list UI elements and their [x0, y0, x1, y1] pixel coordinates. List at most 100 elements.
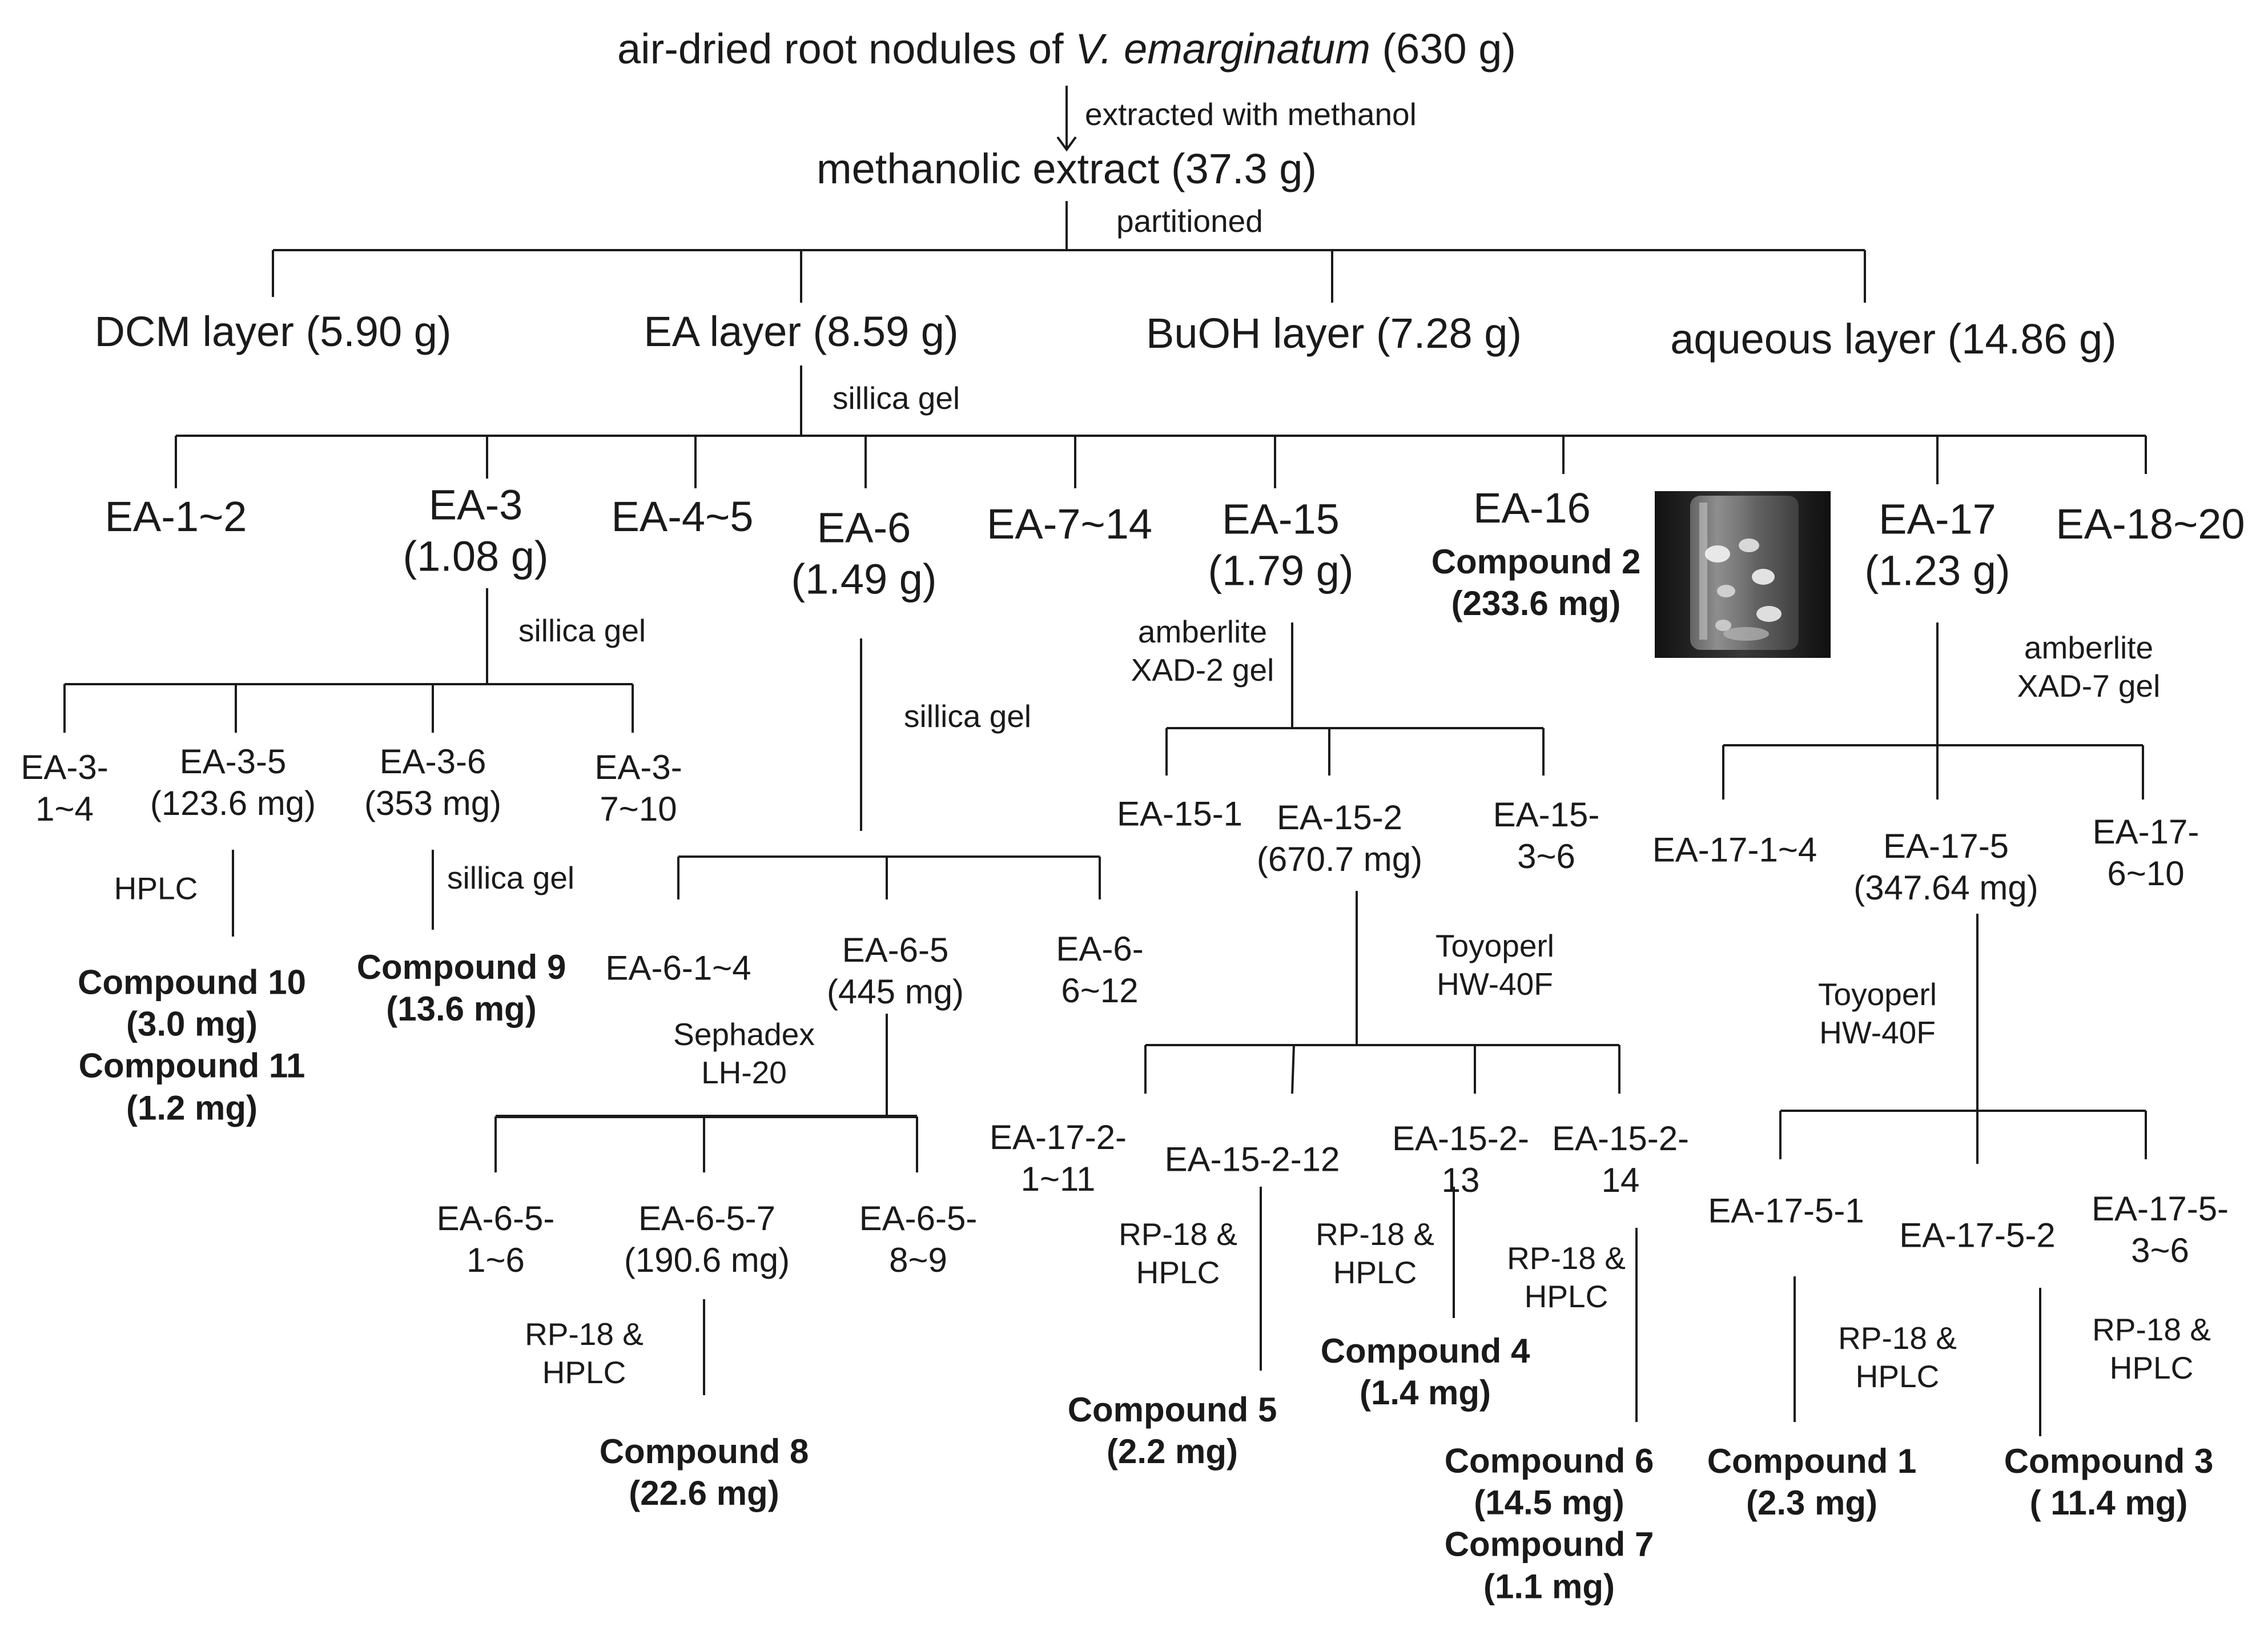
node-ea-6-5-7-label: EA-6-5-7: [638, 1199, 776, 1238]
node-ea-6-5-8-9: EA-6-5- 8~9: [859, 1198, 978, 1281]
compound-2-name: Compound 2: [1431, 542, 1641, 581]
node-ea-7-14: EA-7~14: [986, 500, 1153, 548]
method-silica-ea: sillica gel: [833, 380, 960, 416]
node-ea-15-3-6-line1: EA-15-: [1493, 795, 1600, 834]
compound-1-mass: (2.3 mg): [1746, 1484, 1878, 1522]
node-ea-6-5-mass: (445 mg): [826, 973, 964, 1011]
node-ea-17-label: EA-17: [1879, 495, 1996, 543]
method-silica-ea3: sillica gel: [518, 613, 646, 648]
method-amberlite-xad7: amberlite XAD-7 gel: [2017, 629, 2161, 705]
node-ea-15-2-14: EA-15-2- 14: [1552, 1118, 1689, 1201]
method-rp3-line1: RP-18 &: [1316, 1216, 1434, 1252]
compound-8: Compound 8 (22.6 mg): [600, 1431, 809, 1514]
compound-10-mass: (3.0 mg): [126, 1005, 258, 1043]
method-rp6-line2: HPLC: [2109, 1350, 2194, 1385]
node-ea-17-6-10: EA-17- 6~10: [2093, 811, 2199, 894]
node-ea-3-1-4: EA-3- 1~4: [21, 746, 108, 830]
method-sephadex-line1: Sephadex: [673, 1016, 815, 1052]
compound-4: Compound 4 (1.4 mg): [1321, 1330, 1530, 1413]
node-ea-15-2-13-line1: EA-15-2-: [1392, 1119, 1530, 1158]
method-silica-ea36: sillica gel: [447, 860, 575, 895]
method-rp1-line1: RP-18 &: [525, 1316, 644, 1352]
method-rp2-line1: RP-18 &: [1119, 1216, 1237, 1252]
method-amberlite7-line1: amberlite: [2024, 629, 2154, 665]
compound-11-mass: (1.2 mg): [126, 1088, 258, 1127]
node-ea-3-7-10: EA-3- 7~10: [594, 746, 682, 830]
compound-2-mass: (233.6 mg): [1451, 584, 1621, 622]
method-amberlite-xad2: amberlite XAD-2 gel: [1131, 613, 1274, 689]
method-amberlite2-line2: XAD-2 gel: [1131, 652, 1274, 688]
compound-3: Compound 3 ( 11.4 mg): [2004, 1440, 2214, 1524]
node-ea-3-1-4-line2: 1~4: [35, 790, 94, 828]
method-toyoperl2-line1: Toyoperl: [1818, 976, 1937, 1012]
node-ea-15-mass: (1.79 g): [1208, 547, 1354, 594]
node-ea-3-6-label: EA-3-6: [379, 742, 486, 781]
node-ea-6: EA-6 (1.49 g): [791, 503, 936, 606]
compound-10-name: Compound 10: [78, 963, 306, 1002]
node-ea-17-5-3-6: EA-17-5- 3~6: [2092, 1188, 2229, 1271]
node-ea-17-5-3-6-line2: 3~6: [2131, 1231, 2189, 1270]
node-ea-17-5: EA-17-5 (347.64 mg): [1853, 825, 2038, 909]
node-ea-6-mass: (1.49 g): [791, 556, 937, 603]
compound-11-name: Compound 11: [78, 1047, 305, 1085]
source-pre: air-dried root nodules of: [617, 25, 1076, 73]
method-rp-ea15214: RP-18 & HPLC: [1507, 1239, 1626, 1316]
method-rp2-line2: HPLC: [1136, 1255, 1220, 1290]
method-amberlite2-line1: amberlite: [1137, 613, 1268, 649]
compound-7-name: Compound 7: [1444, 1525, 1654, 1564]
node-ea-17-5-2: EA-17-5-2: [1899, 1216, 2056, 1255]
method-amberlite7-line2: XAD-7 gel: [2017, 668, 2161, 704]
node-ea-6-6-12: EA-6- 6~12: [1056, 928, 1143, 1011]
source-material: air-dried root nodules of V. emarginatum…: [617, 23, 1516, 75]
compound-6-7: Compound 6 (14.5 mg) Compound 7 (1.1 mg): [1445, 1440, 1654, 1608]
method-toyoperl-ea152: Toyoperl HW-40F: [1435, 927, 1554, 1003]
node-ea-3: EA-3 (1.08 g): [403, 480, 548, 583]
node-ea-6-5-1-6: EA-6-5- 1~6: [437, 1198, 555, 1281]
node-ea-17-5-mass: (347.64 mg): [1853, 869, 2038, 907]
node-ea-15-2-14-line2: 14: [1601, 1161, 1640, 1199]
node-ea-15-1: EA-15-1: [1116, 794, 1243, 833]
node-ea-15-2-mass: (670.7 mg): [1256, 840, 1423, 878]
node-ea-3-1-4-line1: EA-3-: [21, 748, 108, 786]
node-ea-3-mass: (1.08 g): [403, 533, 549, 580]
method-rp4-line2: HPLC: [1524, 1279, 1608, 1314]
node-ea-17-5-1: EA-17-5-1: [1708, 1191, 1864, 1230]
method-sephadex: Sephadex LH-20: [673, 1015, 815, 1092]
compound-2-vial-photo: [1655, 491, 1831, 658]
node-ea-16: EA-16: [1473, 484, 1591, 532]
method-silica-ea6: sillica gel: [904, 698, 1032, 734]
method-hplc-ea35: HPLC: [114, 870, 198, 906]
node-ea-6-6-12-line1: EA-6-: [1056, 929, 1144, 968]
node-ea-3-5-mass: (123.6 mg): [150, 784, 316, 822]
node-ea-3-7-10-line1: EA-3-: [594, 748, 682, 786]
node-ea-17-1-4: EA-17-1~4: [1652, 830, 1817, 869]
node-ea-17-2-1-11-line1: EA-17-2-: [989, 1118, 1127, 1156]
method-sephadex-line2: LH-20: [701, 1055, 787, 1090]
node-ea-15-3-6: EA-15- 3~6: [1493, 794, 1600, 877]
node-ea-15-2: EA-15-2 (670.7 mg): [1257, 797, 1422, 880]
compound-9-mass: (13.6 mg): [386, 990, 537, 1028]
method-rp4-line1: RP-18 &: [1507, 1240, 1626, 1276]
node-ea-17-2-1-11: EA-17-2- 1~11: [990, 1116, 1127, 1200]
node-ea-3-6-mass: (353 mg): [364, 784, 502, 822]
node-ea-17-5-label: EA-17-5: [1883, 826, 2009, 865]
method-rp-ea17536: RP-18 & HPLC: [2092, 1311, 2211, 1387]
compound-4-mass: (1.4 mg): [1359, 1373, 1491, 1412]
node-ea-6-5: EA-6-5 (445 mg): [827, 929, 964, 1013]
node-ea-3-5: EA-3-5 (123.6 mg): [150, 741, 316, 824]
compound-2: Compound 2 (233.6 mg): [1431, 541, 1641, 624]
node-ea-15: EA-15 (1.79 g): [1208, 494, 1353, 597]
node-ea-15-3-6-line2: 3~6: [1517, 837, 1575, 875]
node-ea-6-1-4: EA-6-1~4: [605, 949, 751, 987]
node-ea-15-2-14-line1: EA-15-2-: [1551, 1119, 1690, 1158]
node-ea-17-6-10-line1: EA-17-: [2092, 812, 2199, 851]
node-methanolic-extract: methanolic extract (37.3 g): [816, 144, 1317, 192]
node-ea-17-6-10-line2: 6~10: [2107, 854, 2185, 893]
method-rp-ea1751: RP-18 & HPLC: [1838, 1319, 1957, 1396]
compound-8-mass: (22.6 mg): [629, 1474, 779, 1512]
method-rp-ea15213: RP-18 & HPLC: [1316, 1215, 1434, 1292]
compound-5-name: Compound 5: [1067, 1390, 1277, 1429]
compound-10-11: Compound 10 (3.0 mg) Compound 11 (1.2 mg…: [78, 962, 306, 1129]
source-species: V. emarginatum: [1075, 25, 1370, 73]
